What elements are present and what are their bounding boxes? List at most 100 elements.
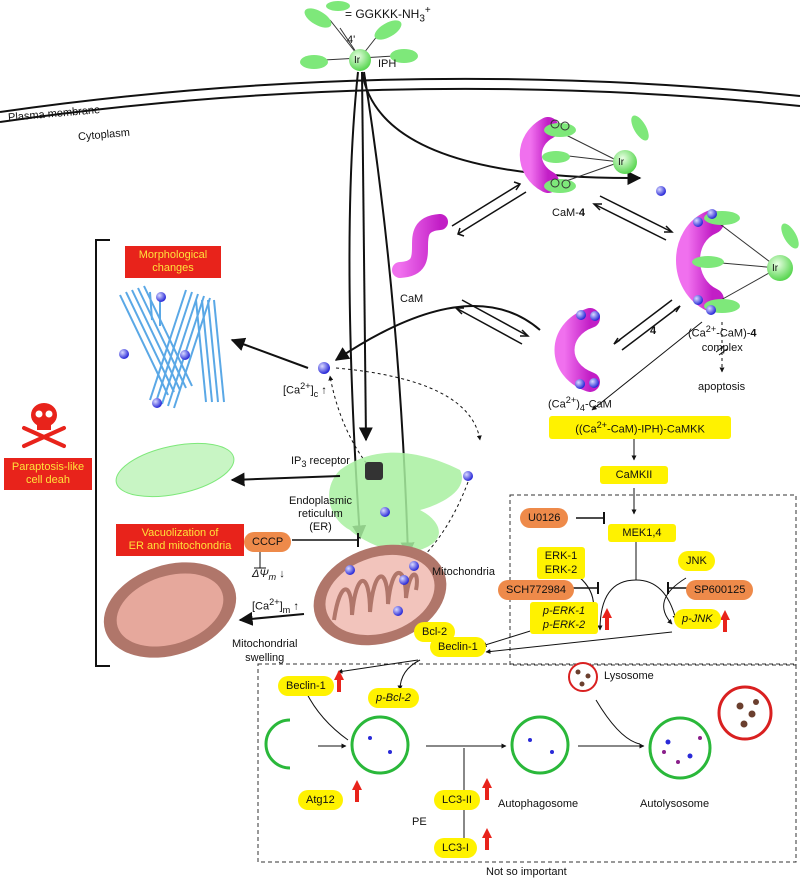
ca-c-sup: 2+ [300, 381, 311, 391]
jnk-pill: JNK [678, 551, 715, 571]
ca-cam4-complex: complex [701, 341, 743, 354]
ca4-cam-label: (Ca2+)4-CaM [548, 395, 612, 413]
mek-box: MEK1,4 [608, 524, 676, 542]
beclin1-pill: Beclin-1 [430, 637, 486, 657]
swelling-line1: Mitochondrial [232, 638, 298, 650]
perk-box: p-ERK-1 p-ERK-2 [530, 602, 598, 634]
er-vacuole-icon [115, 442, 235, 498]
er-line3: (ER) [309, 521, 332, 533]
autolysosome-icon [648, 716, 712, 780]
ip3-receptor-label: IP3 receptor [291, 455, 350, 471]
cam-label: CaM [400, 293, 424, 305]
plasma-membrane-outer [0, 77, 800, 113]
ca4-cam-text: (Ca [548, 398, 566, 411]
pjnk-pill: p-JNK [674, 609, 721, 629]
cccp-pill: CCCP [244, 532, 292, 552]
not-important-label: Not so important [486, 866, 567, 878]
autophagy-dashed-box [257, 663, 797, 863]
autophagosome-label: Autophagosome [498, 798, 579, 810]
label-4prime: 4' [347, 34, 356, 46]
iph-molecule [300, 1, 418, 71]
ca-cam4-sup: 2+ [705, 324, 717, 334]
ir-label-complex: Ir [772, 263, 779, 274]
perk1: p-ERK-1 [542, 605, 586, 617]
iph-label: IPH [378, 58, 397, 70]
peptide-legend-text: = GGKKK-NH [345, 7, 420, 21]
psi-sub: m [268, 572, 277, 583]
ca-cam4-text2: -CaM)- [716, 327, 751, 340]
ca-m-sup: 2+ [269, 597, 280, 607]
pe-label: PE [412, 816, 427, 828]
ca4-cam-tail: -CaM [584, 398, 612, 411]
ca4-cam-sup: 2+ [565, 395, 577, 405]
er-shape [329, 452, 462, 553]
mitochondria-label: Mitochondria [432, 566, 495, 578]
ca-c-tail: ] [310, 384, 314, 397]
ip3-text: IP [291, 455, 302, 467]
peptide-legend: = GGKKK-NH3+ [345, 4, 431, 25]
phagophore-icon [264, 718, 291, 770]
ca-mito-label: [Ca2+]m ↑ [252, 597, 299, 615]
ca4-cam-sub: 4 [579, 402, 585, 413]
vac-line1: Vacuolization of [141, 527, 219, 539]
autolysosome-label: Autolysosome [640, 798, 710, 810]
atg12-pill: Atg12 [298, 790, 343, 810]
u0126-pill: U0126 [520, 508, 569, 528]
ca-c-sub: c [313, 388, 319, 399]
ip3-sub: 3 [301, 459, 307, 470]
lysosome-label: Lysosome [604, 670, 654, 682]
ca-m-tail: ] [279, 600, 283, 613]
apoptosis-label: apoptosis [698, 381, 746, 393]
cytoskeleton-icon [119, 285, 225, 409]
ca-cam4-complex [676, 209, 799, 315]
erk2: ERK-2 [544, 564, 578, 576]
camkk-text: ((Ca [575, 423, 597, 436]
erk1: ERK-1 [544, 550, 578, 562]
cam4-text: CaM- [552, 207, 579, 219]
ca-cam4-bold: 4 [750, 327, 757, 340]
lc3ii-pill: LC3-II [434, 790, 480, 810]
peptide-legend-sub: 3 [419, 13, 425, 25]
beclin1-up-pill: Beclin-1 [278, 676, 334, 696]
ca-cam4-text: (Ca [688, 327, 706, 340]
death-line2: cell deah [25, 474, 71, 486]
ca4-cam [554, 308, 600, 392]
ir-label-top: Ir [354, 55, 361, 66]
swelling-line2: swelling [245, 652, 285, 664]
ca-c-text: [Ca [283, 384, 301, 397]
autophagosome-icon [510, 715, 570, 775]
lc3i-pill: LC3-I [434, 838, 477, 858]
camkk-tail: -CaM)-IPH)-CaMKK [607, 423, 705, 436]
ip3-receptor-icon [365, 462, 383, 480]
outcome-bracket [95, 239, 110, 667]
membrane-potential-label: ΔΨm ↓ [252, 568, 285, 583]
perk2: p-ERK-2 [542, 619, 586, 631]
morph-line2: changes [152, 262, 194, 274]
camkk-box: ((Ca2+-CaM)-IPH)-CaMKK [549, 416, 731, 439]
er-line1: Endoplasmic [289, 495, 352, 507]
arrow-label-4: 4 [650, 325, 657, 337]
cam-protein [392, 214, 448, 278]
phagosome-icon [350, 715, 410, 775]
skull-icon [22, 403, 66, 448]
ca-m-text: [Ca [252, 600, 270, 613]
peptide-legend-sup: + [424, 5, 431, 16]
cam4-label: CaM-4 [552, 207, 585, 220]
ca-m-sub: m [282, 604, 291, 615]
er-line2: reticulum [298, 508, 343, 520]
ca-cytosol-label: [Ca2+]c ↑ [283, 381, 327, 399]
cam4-bold: 4 [578, 207, 586, 219]
ir-label-cam4: Ir [618, 157, 625, 168]
cam4-complex [519, 115, 649, 193]
camkii-box: CaMKII [600, 466, 668, 484]
pbcl2-pill: p-Bcl-2 [368, 688, 419, 708]
morph-line1: Morphological [138, 249, 208, 261]
mito-swelling-label: Mitochondrial swelling [232, 637, 297, 665]
